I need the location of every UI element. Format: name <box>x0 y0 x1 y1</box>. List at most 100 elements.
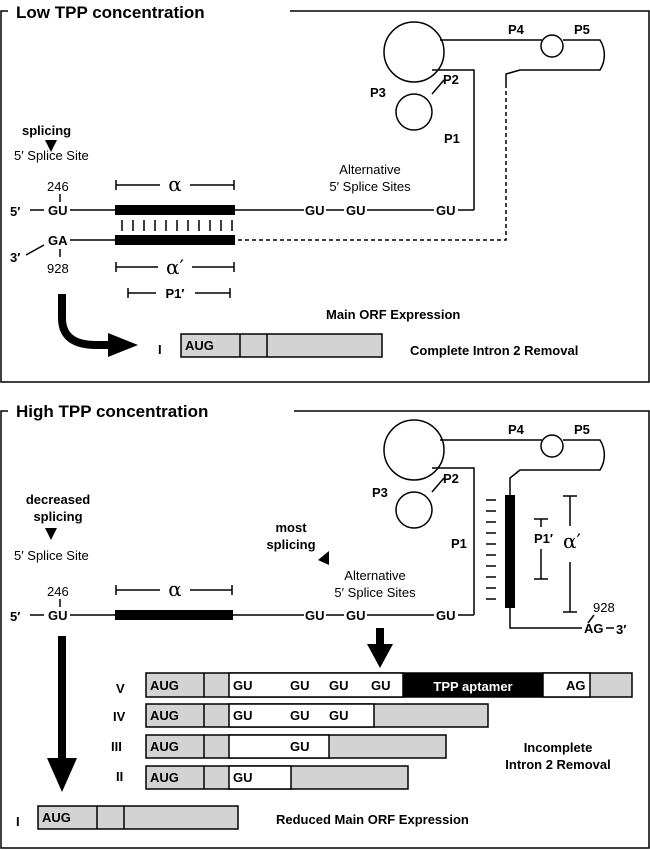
high-p2-p1-strand <box>432 467 475 615</box>
low-p2-p1-strand <box>432 69 475 210</box>
high-p1-pairing-ticks <box>486 499 496 600</box>
low-alpha-prime-symbol: α′ <box>166 255 185 279</box>
high-p4-p5-bulge <box>540 434 564 458</box>
high-reduced-orf: Reduced Main ORF Expression <box>276 812 469 827</box>
high-panel-frame <box>0 410 650 849</box>
high-alpha-bracket <box>115 585 233 595</box>
high-most-line2: splicing <box>266 537 315 552</box>
high-five-prime: 5′ <box>10 609 20 624</box>
low-isoform-I-junctions <box>239 334 268 357</box>
high-title-mask <box>8 400 294 422</box>
high-isoform-II-aug: AUG <box>150 770 179 785</box>
low-isoform-I-bar <box>180 333 383 358</box>
high-isoform-IV-gu-2: GU <box>290 708 310 723</box>
high-gu-alt-3: GU <box>436 608 456 623</box>
high-928-tick <box>587 614 595 624</box>
high-p3-lower-loop <box>395 491 433 529</box>
low-panel-frame <box>0 10 650 383</box>
high-isoform-V-tail <box>542 672 591 698</box>
high-incomplete-line1: Incomplete <box>524 740 593 755</box>
high-isoform-IV-intron <box>228 703 375 728</box>
high-pos-928: 928 <box>593 600 615 615</box>
low-p3-lower-loop <box>395 93 433 131</box>
low-title-mask <box>8 1 290 21</box>
low-product-arrowhead <box>108 333 138 357</box>
low-splice-site-label: 5′ Splice Site <box>14 148 89 163</box>
low-basepair-ticks <box>121 220 233 231</box>
low-stem-p5: P5 <box>574 22 590 37</box>
low-dashed-pairing <box>236 84 507 241</box>
high-isoform-III-gu-1: GU <box>290 739 310 754</box>
high-isoform-I-aug: AUG <box>42 810 71 825</box>
high-alpha-prime-bracket <box>563 495 577 613</box>
high-isoform-V-aug: AUG <box>150 678 179 693</box>
high-ag-928: AG <box>584 621 604 636</box>
low-gu-246: GU <box>48 203 68 218</box>
high-isoform-V-gu-3: GU <box>329 678 349 693</box>
low-stem-p2: P2 <box>443 72 459 87</box>
high-isoform-V-ag: AG <box>566 678 586 693</box>
high-isoform-V-gu-1: GU <box>233 678 253 693</box>
low-complete-removal: Complete Intron 2 Removal <box>410 343 578 358</box>
high-alt-sites-line1: Alternative <box>344 568 405 583</box>
low-pos-928: 928 <box>47 261 69 276</box>
low-panel-title: Low TPP concentration <box>16 3 205 22</box>
low-alpha-symbol: α <box>168 172 182 196</box>
low-splicing-label: splicing <box>22 123 71 138</box>
high-isoform-V-aptamer-label: TPP aptamer <box>433 679 512 694</box>
low-p1-prime-bracket <box>127 288 231 298</box>
high-p1-prime-bracket <box>534 518 548 580</box>
low-stem-p1: P1 <box>444 131 460 146</box>
high-isoform-III-aug: AUG <box>150 739 179 754</box>
high-isoform-II-intron <box>228 765 292 790</box>
high-isoform-V-gu-2: GU <box>290 678 310 693</box>
high-p3-loop <box>383 419 445 481</box>
high-3prime-strand <box>509 608 582 629</box>
high-panel-title: High TPP concentration <box>16 402 208 421</box>
high-isoform-III-intron <box>228 734 330 759</box>
high-isoform-I-label: I <box>16 814 20 829</box>
high-stem-p3: P3 <box>372 485 388 500</box>
high-isoform-I-bar <box>37 805 239 830</box>
high-isoform-IV-label: IV <box>113 709 126 724</box>
high-gu-alt-2: GU <box>346 608 366 623</box>
high-alpha-exon-block <box>115 610 233 620</box>
high-pos-246: 246 <box>47 584 69 599</box>
high-isoform-II-gu-1: GU <box>233 770 253 785</box>
low-aptamer-structure: P1 P2 P3 P4 P5 <box>236 21 606 241</box>
high-most-line1: most <box>275 520 307 535</box>
low-main-orf: Main ORF Expression <box>326 307 460 322</box>
low-p1-prime-label: P1′ <box>165 286 184 301</box>
low-alt-sites-line1: Alternative <box>339 162 400 177</box>
low-splicing-pointer <box>45 140 57 152</box>
high-splice-site-label: 5′ Splice Site <box>14 548 89 563</box>
high-three-prime: 3′ <box>616 622 626 637</box>
high-stem-p5: P5 <box>574 422 590 437</box>
low-five-prime: 5′ <box>10 204 20 219</box>
low-alpha-prime-bracket <box>115 262 235 272</box>
high-decreased-pointer <box>45 528 57 540</box>
high-aptamer-structure: P1 P2 P3 P4 P5 <box>372 419 606 629</box>
low-p3-loop <box>383 21 445 83</box>
low-ga-928: GA <box>48 233 68 248</box>
low-pos-246: 246 <box>47 179 69 194</box>
low-p3-join <box>431 79 445 95</box>
high-isoform-I-junctions <box>96 806 125 829</box>
low-tpp-panel: Low TPP concentration P1 P2 P3 P4 P5 spl… <box>0 1 650 383</box>
low-alpha-exon-block <box>115 205 235 215</box>
high-most-pointer <box>318 551 329 565</box>
high-isoform-V-label: V <box>116 681 125 696</box>
low-gu-alt-3: GU <box>436 203 456 218</box>
high-p5-loop <box>509 439 606 497</box>
high-decreased-line1: decreased <box>26 492 90 507</box>
high-stem-p2: P2 <box>443 471 459 486</box>
high-alpha-symbol: α <box>168 577 182 601</box>
low-stem-p3: P3 <box>370 85 386 100</box>
high-isoform-V-gu-4: GU <box>371 678 391 693</box>
high-stem-p1: P1 <box>451 536 467 551</box>
low-alt-sites-line2: 5′ Splice Sites <box>329 179 411 194</box>
high-isoform-II-label: II <box>116 769 123 784</box>
low-three-prime: 3′ <box>10 250 20 265</box>
high-gu-alt-1: GU <box>305 608 325 623</box>
